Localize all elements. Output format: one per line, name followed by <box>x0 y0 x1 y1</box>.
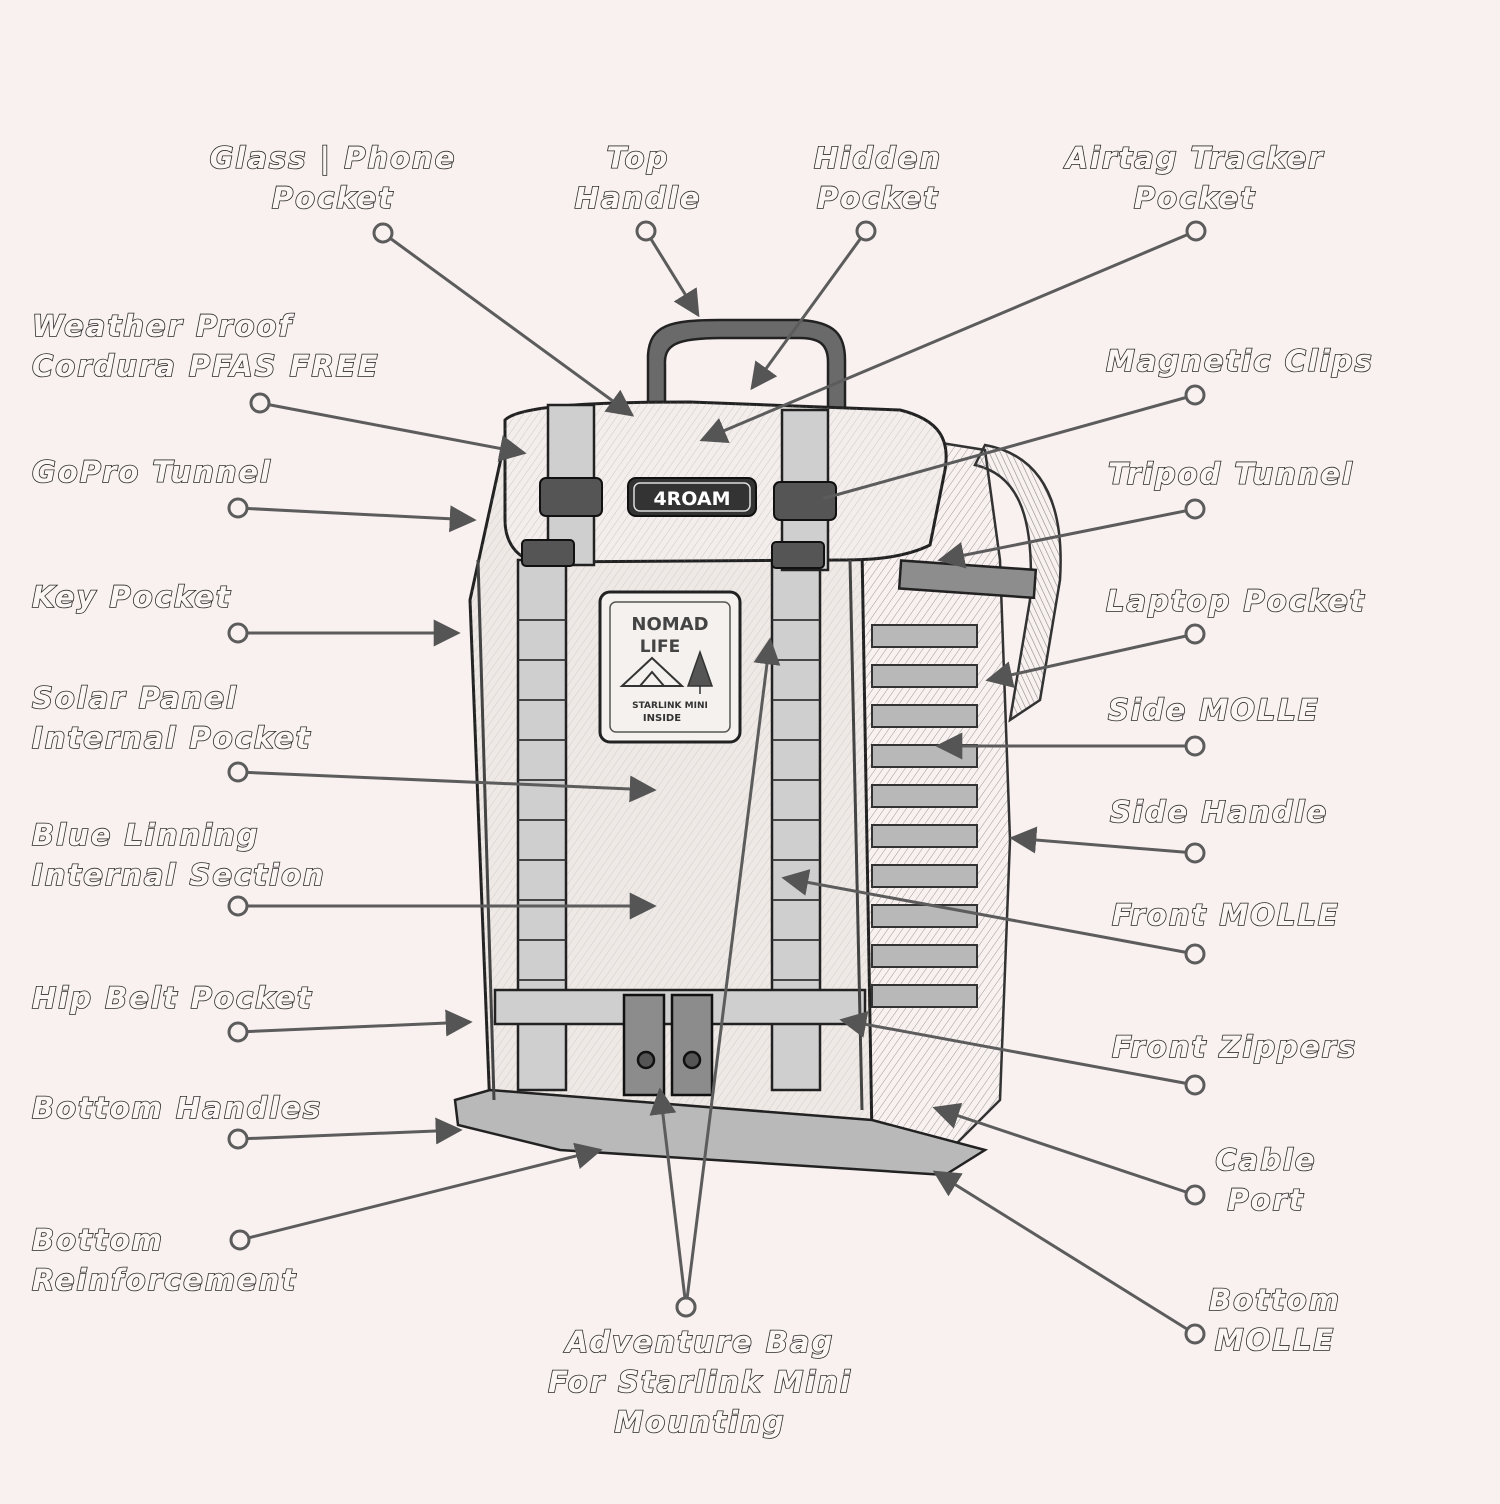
nomad-patch-line4: INSIDE <box>643 713 681 724</box>
nomad-patch-shape <box>598 590 742 744</box>
leader-dot-bottom-reinforcement <box>229 1229 251 1251</box>
leader-dot-top-handle <box>635 220 657 242</box>
leader-line-weather-proof <box>259 401 527 462</box>
magnetic-buckles <box>521 477 837 569</box>
label-bottom-handles: Bottom Handles <box>31 1090 323 1126</box>
leader-dot-blue-linning <box>227 895 249 917</box>
leader-line-laptop-pocket <box>985 632 1196 688</box>
leader-line-cable-port <box>932 1102 1196 1197</box>
leader-line-magnetic-clips <box>797 393 1196 512</box>
leader-line-adventure-bag-b <box>684 637 781 1308</box>
label-tripod-tunnel: Tripod Tunnel <box>1107 456 1354 492</box>
leader-dot-solar-panel-pocket <box>227 761 249 783</box>
leader-dot-bottom-molle <box>1184 1323 1206 1345</box>
leader-line-tripod-tunnel <box>937 507 1196 569</box>
label-side-handle: Side Handle <box>1109 794 1329 830</box>
label-front-zippers: Front Zippers <box>1111 1029 1358 1065</box>
leader-line-airtag-tracker-pocket <box>699 229 1197 443</box>
leader-line-glass-phone-pocket <box>382 231 635 417</box>
leader-line-hidden-pocket <box>750 230 868 391</box>
leader-dot-front-molle <box>1184 943 1206 965</box>
leader-dot-side-handle <box>1184 842 1206 864</box>
leader-dot-airtag-tracker-pocket <box>1185 220 1207 242</box>
leader-line-gopro-tunnel <box>237 505 477 533</box>
leader-dot-key-pocket <box>227 622 249 644</box>
label-hip-belt-pocket: Hip Belt Pocket <box>31 980 313 1016</box>
top-handle-shape <box>646 318 847 417</box>
leader-line-bottom-handles <box>237 1117 463 1145</box>
leader-dot-adventure-bag-b <box>675 1296 697 1318</box>
leader-dot-magnetic-clips <box>1184 384 1206 406</box>
leader-line-adventure-bag-a <box>649 1087 688 1308</box>
leader-line-solar-panel-pocket <box>237 770 657 803</box>
nomad-patch-line1: NOMAD <box>631 614 708 635</box>
tent-icon <box>619 656 685 687</box>
leader-dot-laptop-pocket <box>1184 623 1206 645</box>
label-side-molle: Side MOLLE <box>1107 692 1320 728</box>
leader-line-side-handle <box>1009 826 1196 855</box>
label-magnetic-clips: Magnetic Clips <box>1105 343 1374 379</box>
leader-dot-glass-phone-pocket <box>372 222 394 244</box>
leader-line-front-molle <box>781 869 1196 956</box>
leader-dot-gopro-tunnel <box>227 497 249 519</box>
leader-line-bottom-reinforcement <box>239 1142 603 1242</box>
leader-line-bottom-molle <box>932 1170 1196 1336</box>
brand-patch-shape <box>627 477 757 517</box>
leader-line-hip-belt-pocket <box>237 1009 473 1037</box>
leader-dot-weather-proof <box>249 392 271 414</box>
label-laptop-pocket: Laptop Pocket <box>1105 583 1366 619</box>
label-front-molle: Front MOLLE <box>1111 897 1340 933</box>
leader-dot-bottom-handles <box>227 1128 249 1150</box>
shoulder-strap <box>973 443 1062 723</box>
bottom-base <box>453 1088 989 1177</box>
leader-dot-hidden-pocket <box>855 220 877 242</box>
strap-loops <box>518 619 820 1021</box>
leader-dot-tripod-tunnel <box>1184 498 1206 520</box>
tripod-strap <box>897 559 1038 600</box>
leader-line-front-zippers <box>839 1011 1196 1087</box>
tree-icon <box>686 649 714 694</box>
nomad-patch-line3: STARLINK MINI <box>632 701 708 711</box>
nomad-patch-line2: LIFE <box>640 637 680 657</box>
leader-dot-side-molle <box>1184 735 1206 757</box>
leader-dot-hip-belt-pocket <box>227 1021 249 1043</box>
leader-dot-front-zippers <box>1184 1074 1206 1096</box>
leader-dot-cable-port <box>1184 1184 1206 1206</box>
label-gopro-tunnel: GoPro Tunnel <box>31 454 272 490</box>
leader-line-top-handle <box>644 230 700 318</box>
label-key-pocket: Key Pocket <box>31 579 232 615</box>
side-molle-webbing <box>871 624 978 1008</box>
starlink-mount-straps <box>622 993 714 1097</box>
brand-patch: 4ROAM <box>653 488 730 510</box>
